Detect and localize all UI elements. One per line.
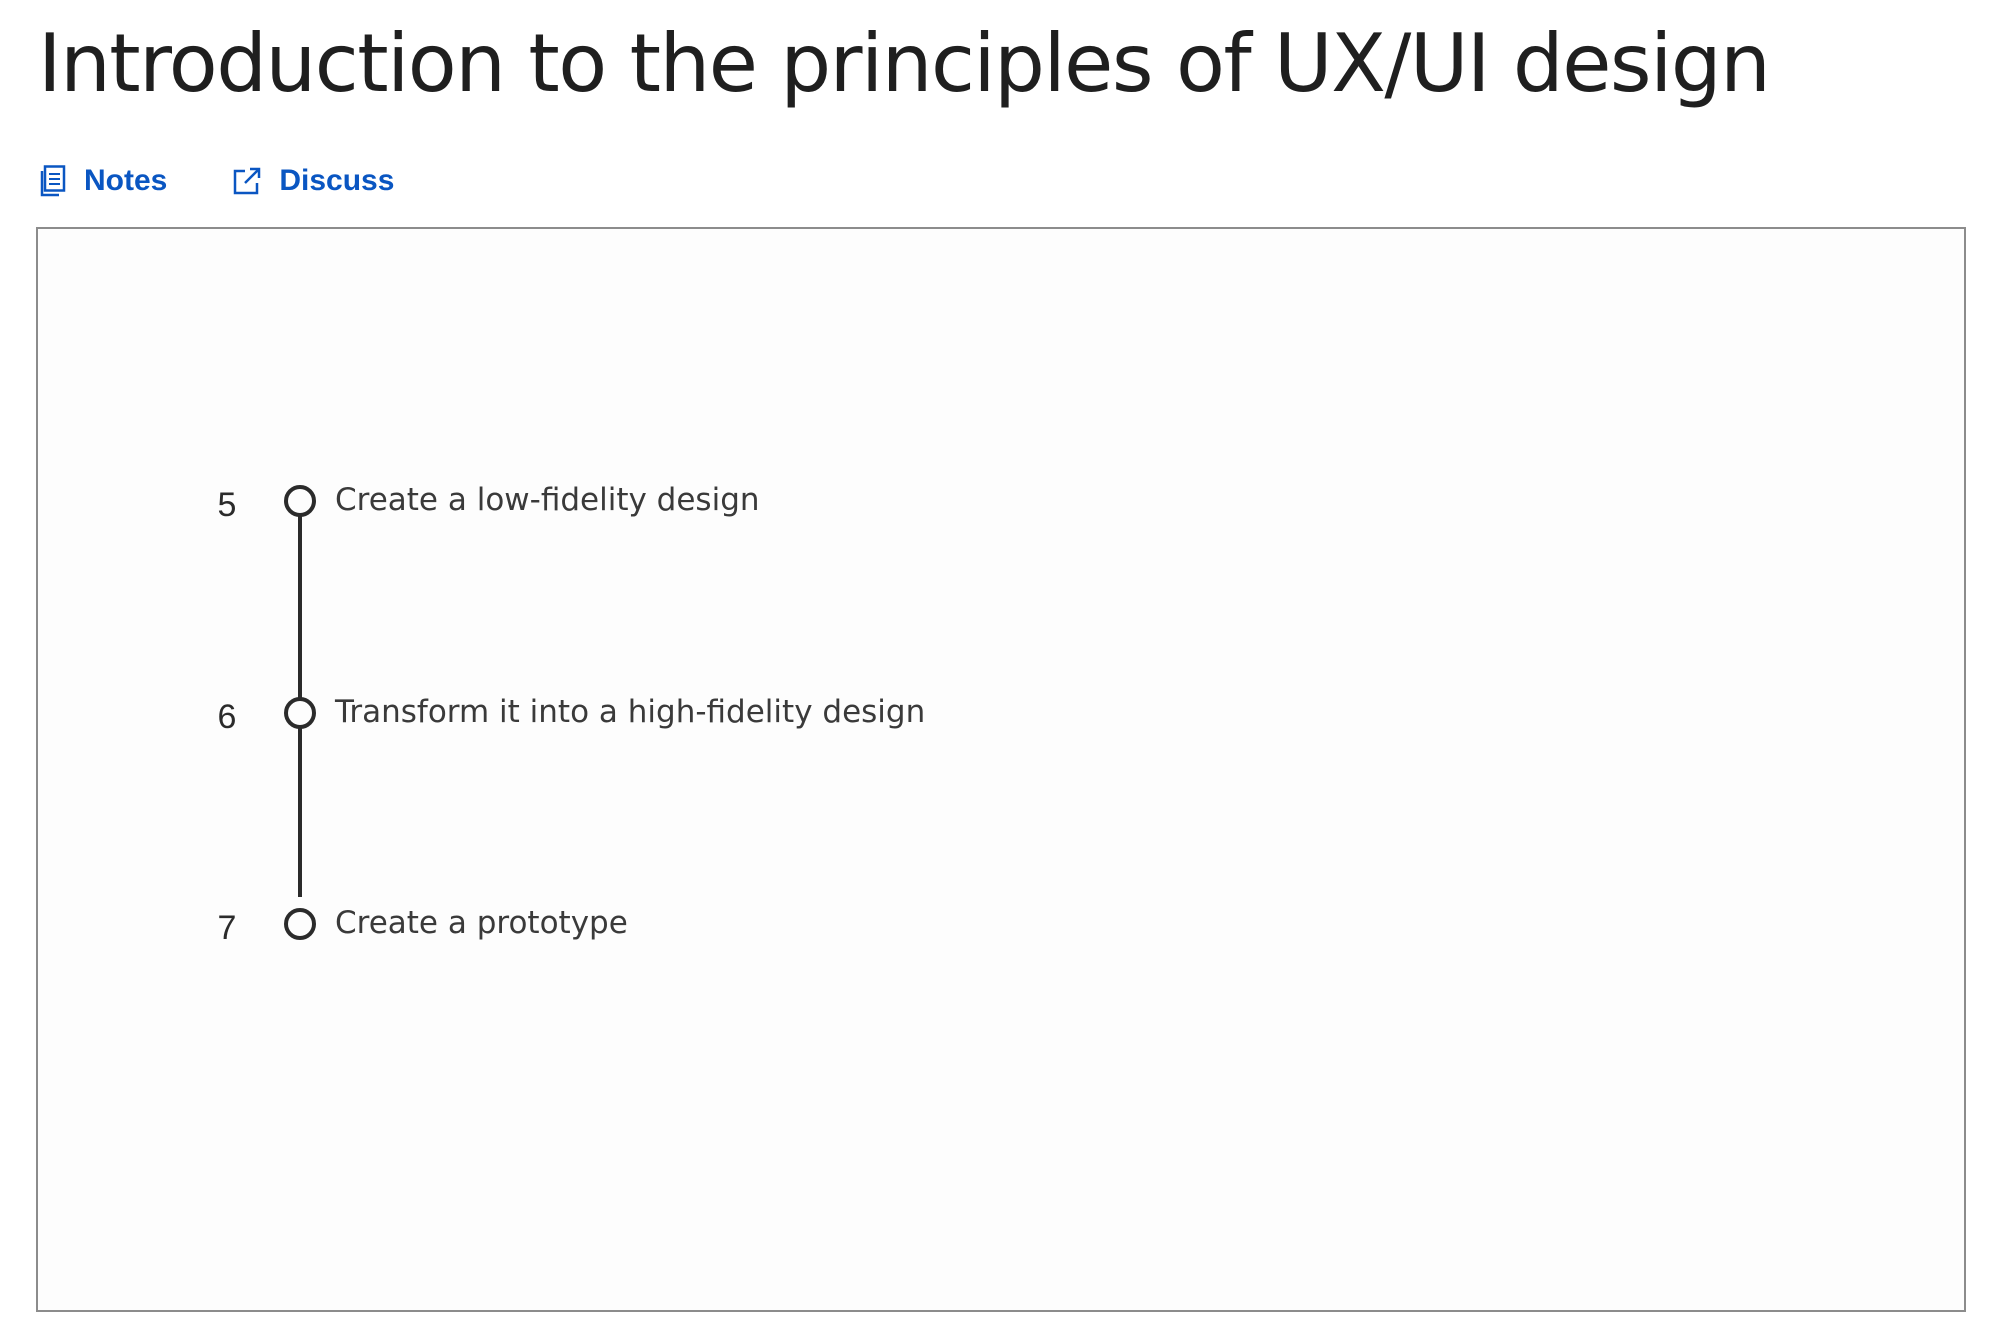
step-number: 5	[217, 486, 237, 524]
step-circle-icon	[284, 697, 316, 729]
page-title: Introduction to the principles of UX/UI …	[38, 17, 1771, 110]
step-text: Create a prototype	[335, 905, 628, 941]
notes-label: Notes	[84, 164, 168, 197]
step-circle-icon	[284, 485, 316, 517]
timeline-connector	[298, 487, 302, 897]
notes-link[interactable]: Notes	[40, 164, 167, 198]
external-link-icon	[233, 167, 279, 195]
discuss-label: Discuss	[279, 164, 395, 197]
step-number: 7	[217, 909, 237, 947]
lesson-actions: Notes Discuss	[40, 160, 394, 202]
step-number: 6	[217, 698, 237, 736]
step-text: Create a low-fidelity design	[335, 482, 760, 518]
video-player[interactable]: 5 Create a low-fidelity design 6 Transfo…	[36, 227, 1966, 1312]
discuss-link[interactable]: Discuss	[233, 164, 394, 198]
step-circle-icon	[284, 908, 316, 940]
notes-icon	[40, 165, 84, 197]
step-text: Transform it into a high-fidelity design	[335, 694, 926, 730]
